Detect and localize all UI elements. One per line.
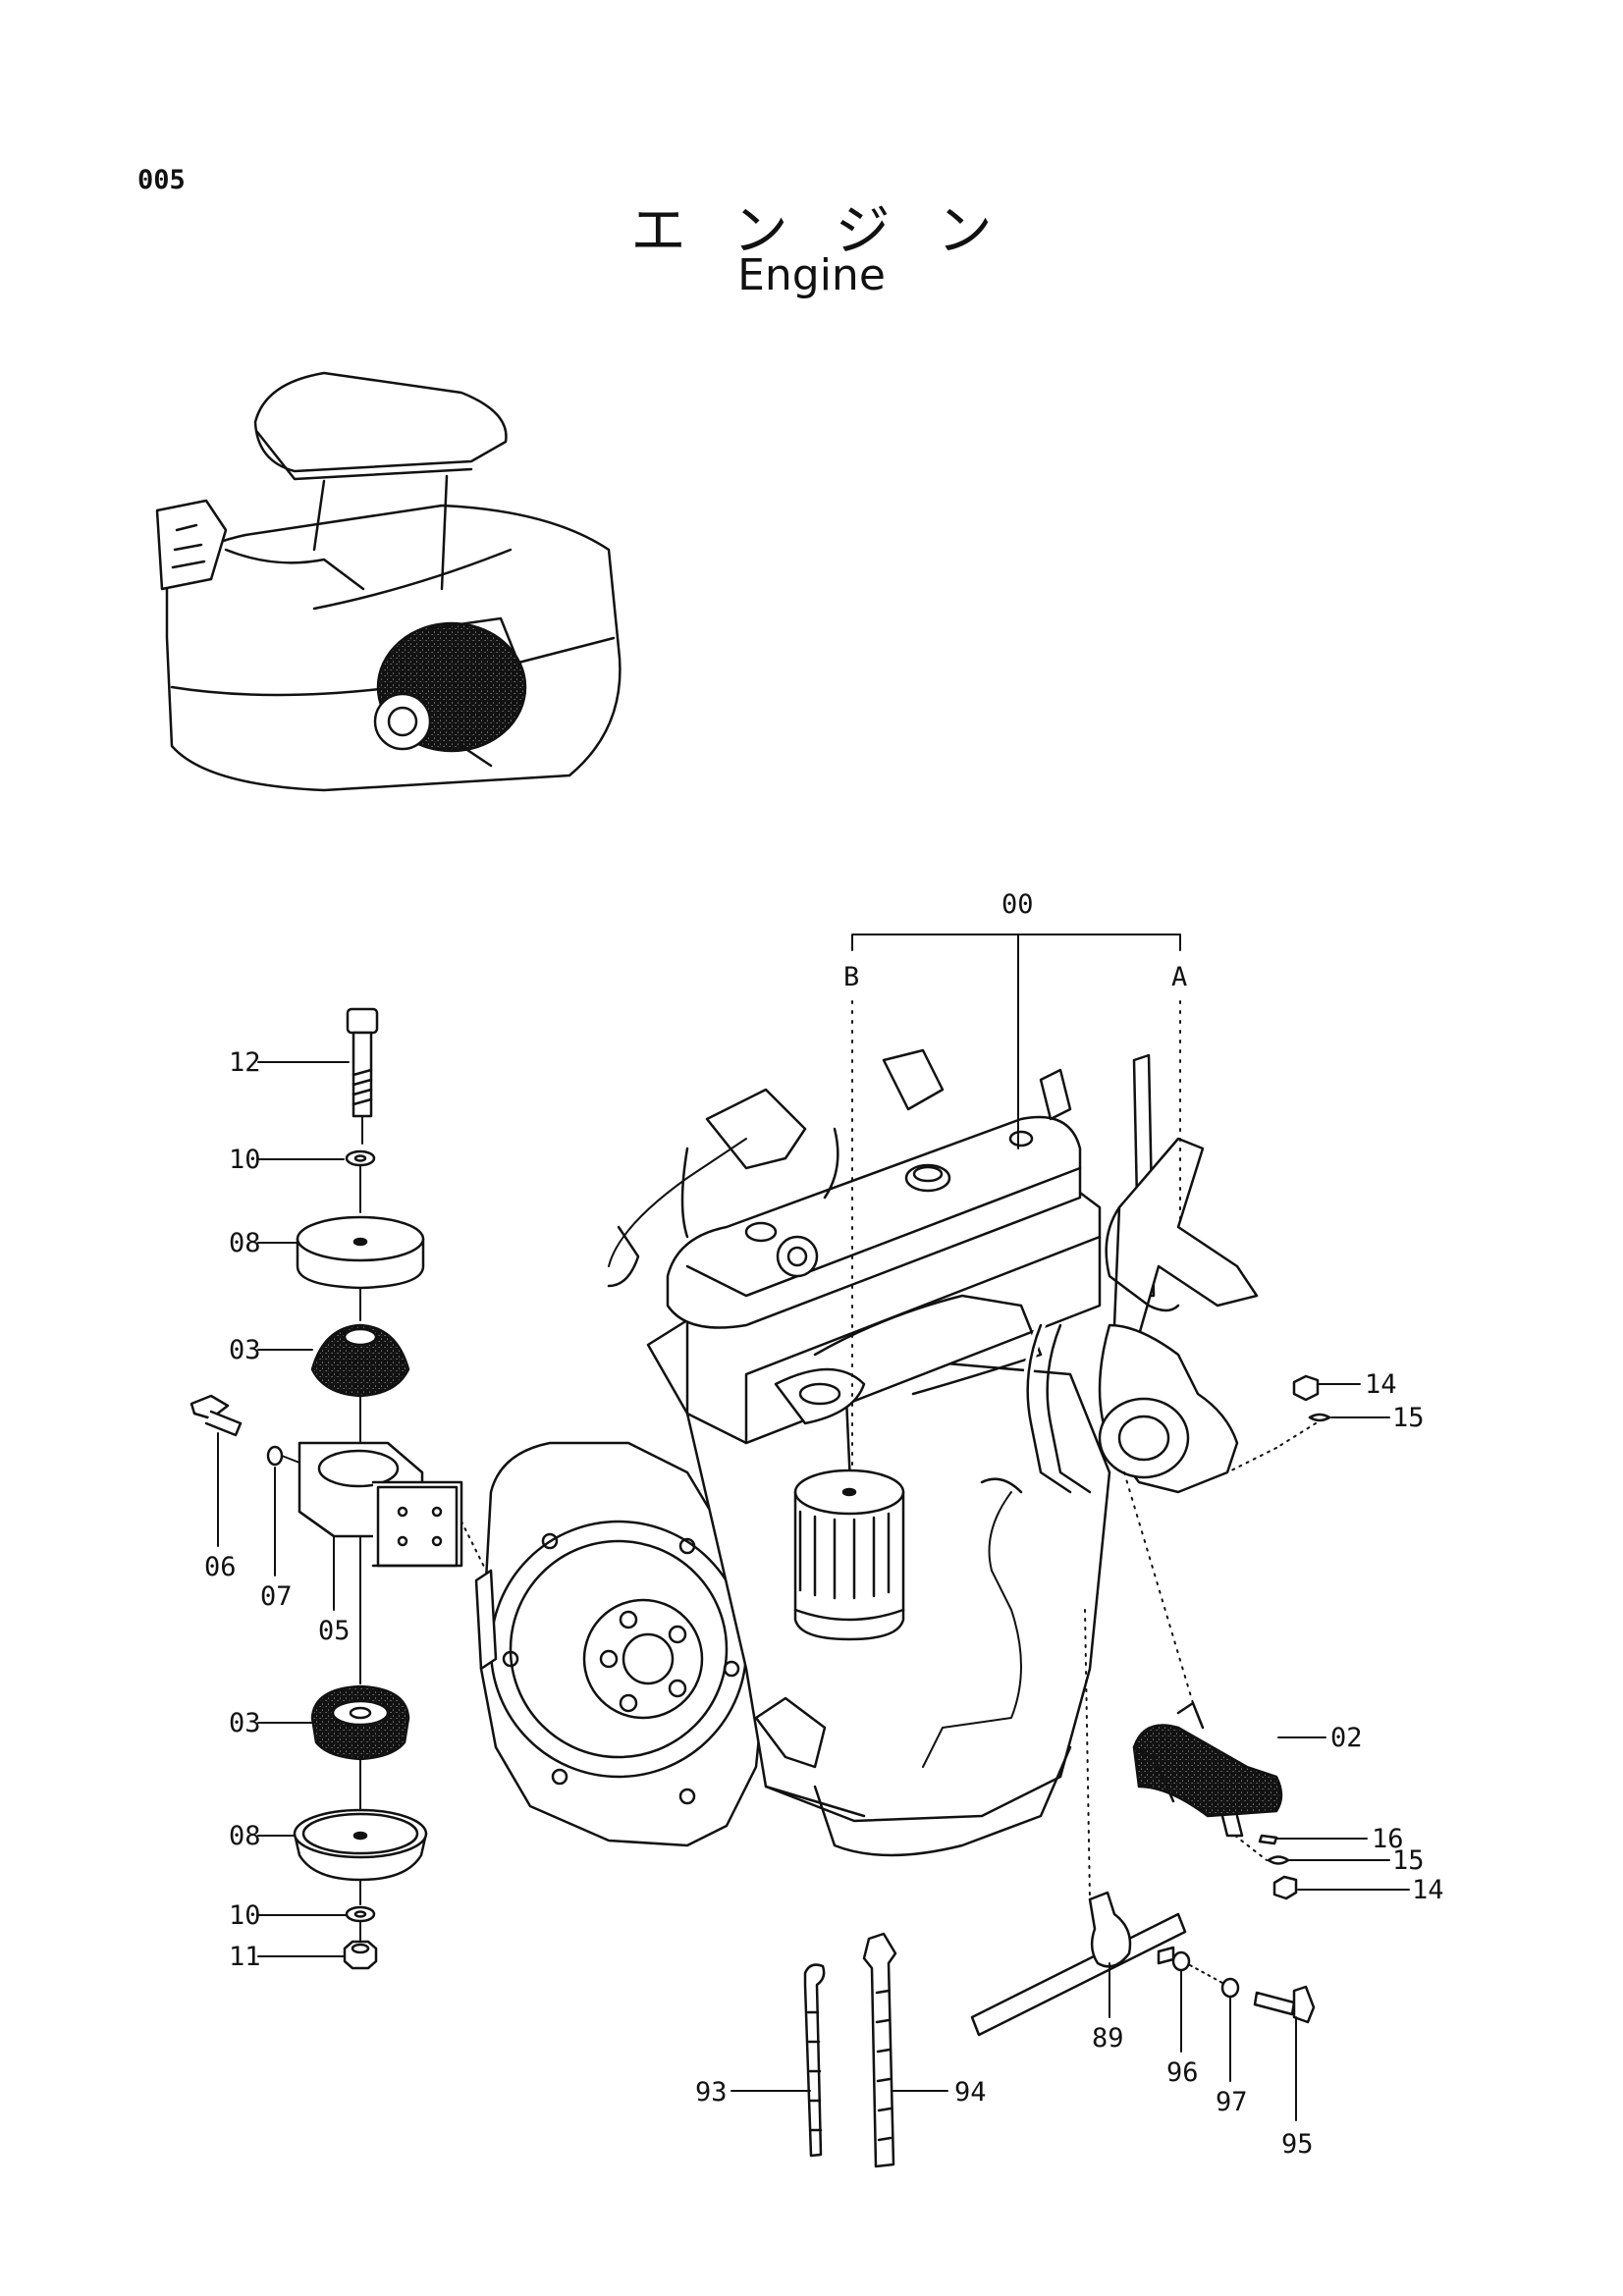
callout-02: 02 (1330, 1723, 1363, 1753)
callout-B: B (843, 962, 859, 992)
clamp-89 (1088, 1891, 1132, 1968)
bolt-12 (346, 1007, 379, 1118)
callout-16: 16 (1372, 1824, 1404, 1854)
washer-10-bottom (345, 1905, 376, 1923)
engine-mount-exploded (189, 1007, 487, 1970)
callout-15-upper: 15 (1392, 1403, 1425, 1433)
callout-89: 89 (1092, 2023, 1124, 2054)
callout-00: 00 (1001, 889, 1034, 920)
callout-10-top: 10 (229, 1145, 261, 1175)
callout-93: 93 (695, 2077, 728, 2108)
callout-05: 05 (318, 1616, 351, 1646)
callout-leaders (217, 1061, 1410, 2121)
washer-07 (266, 1445, 284, 1467)
callout-08-bottom: 08 (229, 1821, 261, 1851)
washer-15-upper (1308, 1413, 1331, 1422)
assembly-reference-brackets (851, 934, 1181, 1473)
engine-mount-02 (1132, 1701, 1283, 1838)
callout-12: 12 (229, 1047, 261, 1078)
callout-95: 95 (1281, 2129, 1314, 2160)
oil-filter (793, 1468, 905, 1641)
callout-08-top: 08 (229, 1228, 261, 1258)
washer-15-lower (1267, 1855, 1290, 1865)
callout-14-upper: 14 (1365, 1369, 1397, 1400)
callout-15-lower: 15 (1392, 1845, 1425, 1876)
page-code: 005 (137, 165, 186, 195)
washer-97 (1220, 1977, 1240, 1999)
nut-11 (343, 1940, 378, 1970)
pipe-clamp-parts (970, 1609, 1316, 2037)
callout-97: 97 (1216, 2087, 1248, 2117)
callout-07: 07 (260, 1581, 293, 1612)
callout-11: 11 (229, 1942, 261, 1972)
callout-14-lower: 14 (1412, 1875, 1444, 1905)
nut-14-lower (1272, 1875, 1298, 1900)
bolt-06 (189, 1394, 243, 1437)
bracket-05 (298, 1441, 463, 1568)
washer-96 (1171, 1950, 1191, 1972)
engine-assembly-illustration (474, 1048, 1331, 1900)
washer-16 (1258, 1834, 1278, 1845)
plate-08-top (296, 1215, 425, 1290)
callout-03-top: 03 (229, 1335, 261, 1365)
machine-overview-illustration (155, 371, 622, 792)
title-japanese: エンジン (630, 199, 1040, 263)
title-english: Engine (737, 250, 886, 300)
cable-ties (803, 1932, 897, 2168)
callout-10-bottom: 10 (229, 1900, 261, 1931)
washer-10-top (345, 1149, 376, 1167)
callout-06: 06 (204, 1552, 237, 1582)
bolt-95 (1253, 1985, 1316, 2024)
nut-14-upper (1292, 1374, 1320, 1402)
cable-tie-93 (803, 1963, 826, 2158)
callout-labels: 00 A B 12 10 08 03 06 07 05 03 08 10 11 … (204, 889, 1444, 2160)
callout-A: A (1171, 962, 1187, 992)
plate-08-bottom (293, 1808, 428, 1882)
rubber-cushion-03-bottom (310, 1684, 410, 1761)
callout-03-bottom: 03 (229, 1708, 261, 1738)
callout-96: 96 (1166, 2057, 1199, 2088)
callout-94: 94 (954, 2077, 987, 2108)
rubber-cushion-03-top (310, 1323, 410, 1398)
